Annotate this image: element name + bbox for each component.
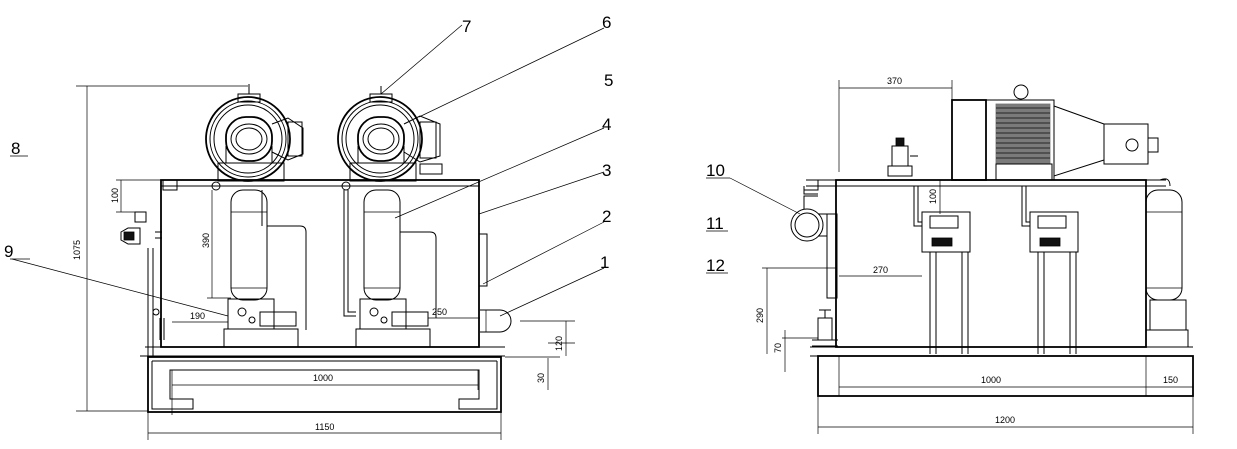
callout-3: 3 (602, 161, 611, 180)
side-motor-fins (995, 103, 1051, 165)
front-breather-2 (211, 181, 221, 191)
front-motor-2 (337, 86, 443, 182)
front-return-pipe (343, 190, 356, 317)
callout-6: 6 (602, 13, 611, 32)
dim-front-width-250: 250 (432, 307, 447, 317)
side-motor (951, 84, 1159, 181)
side-base (810, 346, 1194, 397)
side-valve-block-2 (1021, 186, 1079, 354)
dim-front-height-total: 1075 (72, 240, 82, 260)
side-valve-block-1 (913, 186, 971, 354)
dim-front-height-30: 30 (536, 373, 546, 383)
front-motor-1 (205, 84, 304, 182)
callout-11: 11 (706, 214, 724, 233)
front-left-piping (147, 231, 165, 356)
callout-1: 1 (600, 253, 609, 272)
dim-front-width-1150: 1150 (315, 422, 334, 432)
side-accumulator (1145, 178, 1189, 348)
dim-front-width-1000: 1000 (313, 373, 333, 383)
callout-7: 7 (462, 17, 471, 36)
dim-front-height-100: 100 (110, 188, 120, 203)
front-oil-tank (120, 179, 512, 348)
front-leader-lines (10, 24, 605, 317)
callout-10: 10 (706, 161, 725, 180)
dim-front-height-390: 390 (201, 233, 211, 248)
dim-side-height-290: 290 (755, 308, 765, 323)
callout-8: 8 (11, 139, 20, 158)
front-accumulator-2 (363, 189, 437, 318)
dim-side-height-100: 100 (928, 189, 938, 204)
dim-side-width-1000: 1000 (981, 375, 1001, 385)
callout-12: 12 (706, 256, 725, 275)
dim-side-width-150: 150 (1163, 375, 1178, 385)
side-dimensions: 370 100 270 290 70 1000 150 1200 (755, 76, 1194, 434)
callout-5: 5 (604, 71, 613, 90)
side-drain-valve (812, 309, 838, 347)
front-accumulator-1 (230, 189, 307, 330)
front-view: 1075 100 390 190 250 120 30 1000 (4, 13, 613, 440)
side-top-valve (887, 137, 918, 177)
dim-side-width-1200: 1200 (995, 415, 1015, 425)
callout-4: 4 (602, 115, 611, 134)
dim-front-height-120: 120 (554, 336, 564, 351)
front-breather (341, 181, 351, 191)
callout-2: 2 (602, 207, 611, 226)
side-leader-lines (706, 177, 801, 274)
dim-side-width-270: 270 (873, 265, 888, 275)
front-valve-block-2 (355, 298, 431, 348)
side-view: 370 100 270 290 70 1000 150 1200 (706, 76, 1194, 434)
front-dimensions: 1075 100 390 190 250 120 30 1000 (72, 85, 575, 440)
side-oil-tank (803, 179, 1166, 348)
dim-front-width-190: 190 (190, 311, 205, 321)
callout-9: 9 (4, 242, 13, 261)
dim-side-height-70: 70 (773, 343, 783, 353)
side-suction-pipe (790, 195, 827, 242)
dim-side-width-370: 370 (887, 76, 902, 86)
front-valve-block-1 (223, 298, 299, 348)
